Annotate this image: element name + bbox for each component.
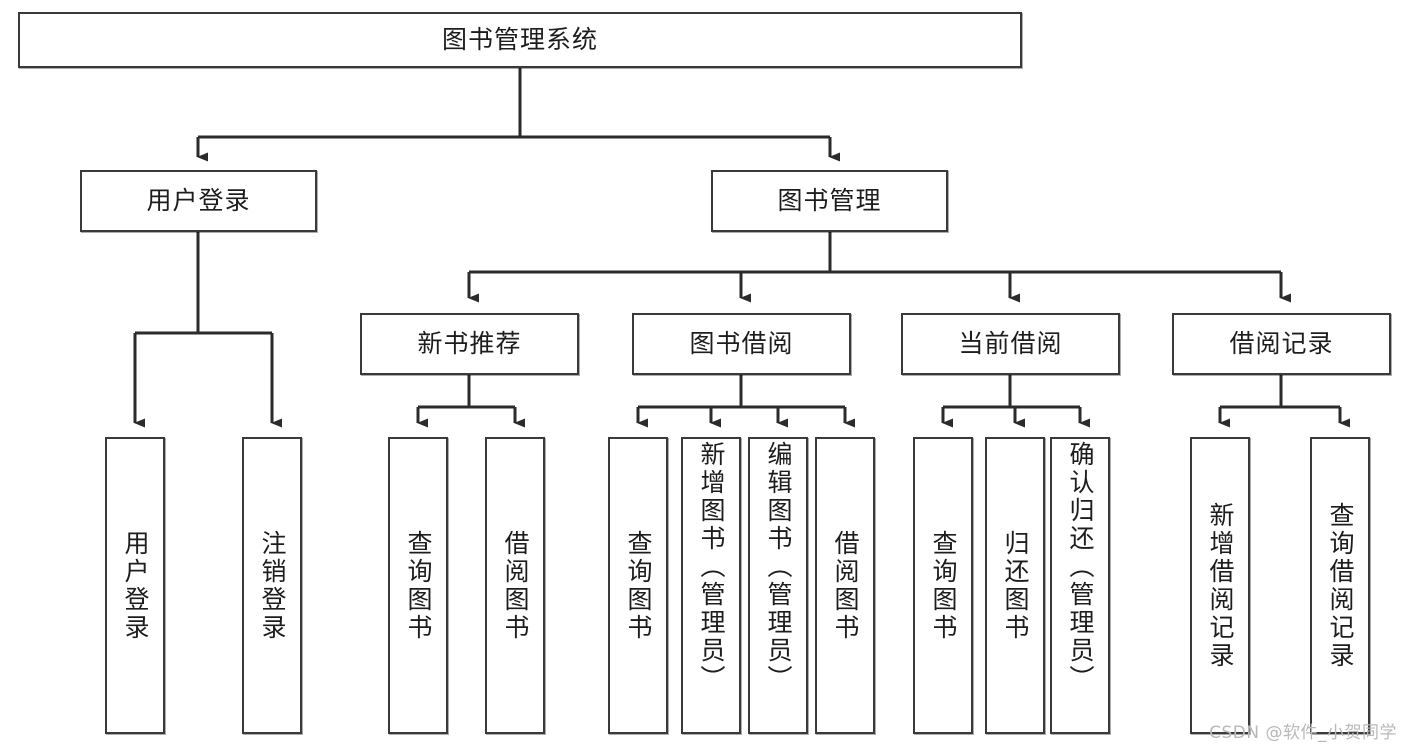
leaf-user-login[interactable]: 用户登录 — [105, 437, 165, 734]
node-label: 图书管理 — [777, 186, 882, 216]
node-label: 查询图书 — [624, 529, 653, 642]
leaf-confirm-return-admin[interactable]: 确认归还（管理员） — [1050, 437, 1110, 734]
node-label: 用户登录 — [146, 186, 251, 216]
node-current-borrow[interactable]: 当前借阅 — [901, 313, 1120, 375]
node-root-system[interactable]: 图书管理系统 — [18, 12, 1022, 68]
csdn-watermark: CSDN @软件_小贺同学 — [1209, 723, 1397, 743]
node-label: 归还图书 — [1001, 529, 1030, 642]
node-label: 查询图书 — [404, 529, 433, 642]
node-book-management[interactable]: 图书管理 — [711, 170, 948, 232]
leaf-lend-book[interactable]: 借阅图书 — [815, 437, 875, 734]
node-label: 确认归还（管理员） — [1066, 441, 1095, 693]
node-label: 查询图书 — [929, 529, 958, 642]
leaf-query-borrow-record[interactable]: 查询借阅记录 — [1310, 437, 1370, 734]
node-label: 图书管理系统 — [441, 25, 598, 55]
leaf-add-borrow-record[interactable]: 新增借阅记录 — [1190, 437, 1250, 734]
leaf-edit-book-admin[interactable]: 编辑图书（管理员） — [748, 437, 808, 734]
leaf-return-book[interactable]: 归还图书 — [985, 437, 1045, 734]
leaf-borrow-book-recommend[interactable]: 借阅图书 — [485, 437, 545, 734]
node-label: 用户登录 — [121, 529, 150, 642]
node-new-book-recommend[interactable]: 新书推荐 — [360, 313, 579, 375]
node-label: 编辑图书（管理员） — [764, 441, 793, 693]
node-label: 新书推荐 — [417, 329, 522, 359]
node-label: 当前借阅 — [958, 329, 1063, 359]
node-book-borrow[interactable]: 图书借阅 — [632, 313, 851, 375]
node-borrow-records[interactable]: 借阅记录 — [1172, 313, 1391, 375]
node-label: 借阅记录 — [1229, 329, 1334, 359]
node-label: 借阅图书 — [501, 529, 530, 642]
node-label: 图书借阅 — [689, 329, 794, 359]
leaf-query-book-recommend[interactable]: 查询图书 — [388, 437, 448, 734]
leaf-query-book-current[interactable]: 查询图书 — [913, 437, 973, 734]
leaf-query-book-borrow[interactable]: 查询图书 — [608, 437, 668, 734]
node-label: 查询借阅记录 — [1326, 501, 1355, 670]
leaf-add-book-admin[interactable]: 新增图书（管理员） — [681, 437, 741, 734]
node-label: 新增图书（管理员） — [697, 441, 726, 693]
node-user-login[interactable]: 用户登录 — [80, 170, 317, 232]
node-label: 注销登录 — [258, 529, 287, 642]
leaf-user-logout[interactable]: 注销登录 — [242, 437, 302, 734]
node-label: 新增借阅记录 — [1206, 501, 1235, 670]
node-label: 借阅图书 — [831, 529, 860, 642]
